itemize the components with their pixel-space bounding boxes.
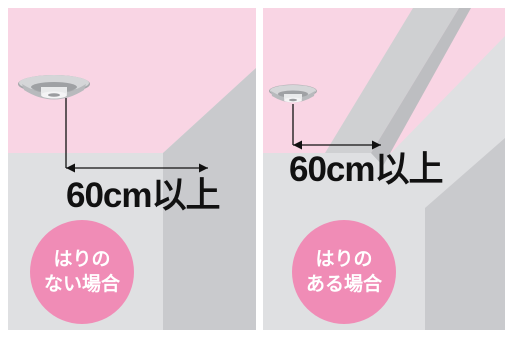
wall-corner-shade	[163, 68, 256, 330]
wall-corner-shade	[425, 138, 505, 330]
ceiling-smoke-detector-icon	[18, 75, 90, 100]
room-illustration	[8, 8, 256, 330]
badge-line-1: はりの	[315, 247, 373, 270]
panel-divider	[258, 0, 262, 338]
double-arrow-icon	[293, 140, 381, 150]
panel-with-beam: 60cm以上 はりの ある場合	[263, 8, 505, 330]
distance-label: 60cm以上	[289, 150, 444, 189]
distance-label: 60cm以上	[66, 176, 221, 215]
with-beam-badge: はりの ある場合	[292, 220, 396, 324]
panel-no-beam: 60cm以上 はりの ない場合	[8, 8, 256, 330]
ceiling-area	[8, 8, 256, 153]
ceiling-beam-side	[371, 8, 471, 166]
ceiling-smoke-detector-icon	[269, 84, 317, 103]
badge-line-2: ない場合	[43, 273, 120, 295]
double-arrow-icon	[66, 163, 208, 173]
badge-line-2: ある場合	[305, 273, 382, 295]
ceiling-beam	[325, 8, 459, 153]
no-beam-badge: はりの ない場合	[30, 220, 134, 324]
badge-line-1: はりの	[53, 247, 111, 270]
